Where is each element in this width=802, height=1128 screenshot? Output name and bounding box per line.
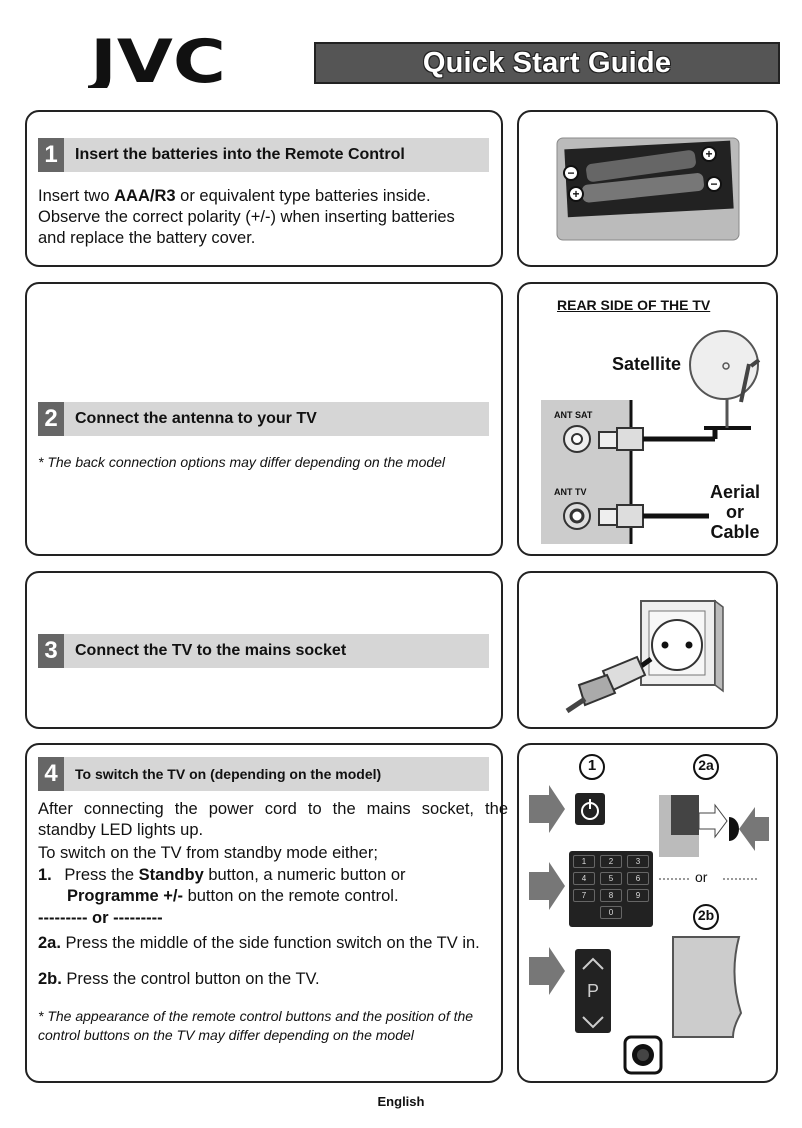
badge-2b-label: 2b	[697, 907, 715, 923]
switch-on-illustration	[529, 754, 769, 1075]
step1-title: Insert the batteries into the Remote Con…	[75, 146, 405, 163]
item2a-text: Press the middle of the side function sw…	[60, 934, 480, 952]
step3-title: Connect the TV to the mains socket	[75, 642, 347, 659]
aerial-or-text: or	[726, 502, 744, 522]
step4-title: To switch the TV on (depending on the mo…	[75, 766, 382, 782]
keypad-key: 7	[573, 889, 595, 902]
ant-sat-label: ANT SAT	[554, 410, 593, 420]
item1-programme: Programme +/-	[67, 887, 183, 905]
step4-item2b: 2b. Press the control button on the TV.	[38, 969, 498, 990]
step2-image-panel: REAR SIDE OF THE TV Satellite ANT SAT AN…	[517, 282, 778, 556]
step4-note: * The appearance of the remote control b…	[38, 1008, 474, 1043]
arrow-left-icon	[739, 807, 769, 851]
step2-note: * The back connection options may differ…	[38, 454, 446, 470]
badge-2a-label: 2a	[698, 757, 714, 773]
aerial-text: Aerial	[709, 482, 761, 502]
step1-image-panel: + − + −	[517, 110, 778, 267]
keypad-key: 2	[600, 855, 622, 868]
item1-text-c: button, a numeric button or	[203, 866, 406, 884]
badge-2b	[693, 904, 719, 930]
step3-number: 3	[38, 634, 64, 668]
step1-text-pre: Insert two	[38, 187, 115, 205]
keypad-key: 3	[627, 855, 649, 868]
step3-image-panel	[517, 571, 778, 729]
step4-p1: After connecting the power cord to the m…	[38, 800, 508, 839]
keypad-key: 6	[627, 872, 649, 885]
step2-text-panel: 2 Connect the antenna to your TV * The b…	[25, 282, 503, 556]
minus-icon	[563, 165, 579, 181]
svg-text:+: +	[572, 187, 579, 201]
programme-p-label: P	[586, 981, 599, 1001]
step1-number: 1	[38, 138, 64, 172]
badge-2a	[693, 754, 719, 780]
jvc-logo-text: JVC	[88, 30, 226, 88]
step4-p2: To switch on the TV from standby mode ei…	[38, 844, 378, 862]
step3-text-panel: 3 Connect the TV to the mains socket	[25, 571, 503, 729]
svg-text:−: −	[710, 177, 717, 191]
satellite-label: Satellite	[612, 354, 682, 374]
step4-separator: --------- or ---------	[38, 909, 163, 927]
page-title: Quick Start Guide	[422, 46, 672, 79]
aerial-or-cable-label: Aerial or Cable	[701, 482, 769, 542]
plus-icon	[701, 146, 717, 162]
mains-socket-illustration	[565, 599, 724, 714]
arrow-right-icon	[529, 862, 565, 910]
footer-language: English	[377, 1094, 425, 1109]
keypad-key: 4	[573, 872, 595, 885]
svg-text:+: +	[705, 147, 712, 161]
jvc-logo: JVC	[88, 30, 226, 88]
item1-text-e: button on the remote control.	[183, 887, 399, 905]
step1-body: Insert two AAA/R3 or equivalent type bat…	[38, 186, 498, 249]
item1-standby: Standby	[138, 866, 204, 884]
step4-image-panel: 1 2a 2b or P 1 2 3 4 5 6 7 8 9 0	[517, 743, 778, 1083]
ant-tv-label: ANT TV	[554, 487, 587, 497]
arrow-right-icon	[529, 785, 565, 833]
plus-icon	[568, 186, 584, 202]
step1-text-post: or equivalent type batteries inside.	[175, 187, 431, 205]
step2-number: 2	[38, 402, 64, 436]
battery-compartment-illustration: + − + −	[556, 137, 740, 241]
keypad-key: 0	[600, 906, 622, 919]
or-label: or	[695, 869, 708, 885]
keypad-grid: 1 2 3 4 5 6 7 8 9 0	[573, 855, 651, 919]
svg-text:−: −	[567, 166, 574, 180]
cable-text: Cable	[710, 522, 760, 542]
badge-1	[579, 754, 605, 780]
step4-number: 4	[38, 757, 64, 791]
item1-text-a: Press the	[64, 866, 139, 884]
step1-line2: Observe the correct polarity (+/-) when …	[38, 208, 455, 226]
step1-bar: 1 Insert the batteries into the Remote C…	[38, 138, 489, 172]
step4-item1: 1. Press the Standby button, a numeric b…	[38, 865, 498, 907]
step1-line3: and replace the battery cover.	[38, 229, 256, 247]
keypad-key: 8	[600, 889, 622, 902]
step2-title: Connect the antenna to your TV	[75, 410, 317, 427]
badge-1-label: 1	[587, 757, 597, 774]
minus-icon	[706, 176, 722, 192]
step3-bar: 3 Connect the TV to the mains socket	[38, 634, 489, 668]
step1-text-panel: 1 Insert the batteries into the Remote C…	[25, 110, 503, 267]
arrow-right-icon	[529, 947, 565, 995]
step4-bar: 4 To switch the TV on (depending on the …	[38, 757, 489, 791]
item2b-number: 2b.	[38, 970, 62, 988]
step1-battery-type: AAA/R3	[114, 187, 176, 205]
step4-item2a: 2a. Press the middle of the side functio…	[38, 933, 488, 954]
item2a-number: 2a.	[38, 934, 61, 952]
programme-button-icon	[575, 949, 611, 1033]
title-banner: Quick Start Guide	[314, 42, 780, 84]
item1-number: 1.	[38, 866, 52, 884]
keypad-key: 1	[573, 855, 595, 868]
step4-text-panel: 4 To switch the TV on (depending on the …	[25, 743, 508, 1083]
antenna-connection-illustration	[541, 330, 761, 544]
rear-side-title: REAR SIDE OF THE TV	[557, 297, 711, 313]
item2b-text: Press the control button on the TV.	[61, 970, 320, 988]
keypad-key: 9	[627, 889, 649, 902]
keypad-key: 5	[600, 872, 622, 885]
step2-bar: 2 Connect the antenna to your TV	[38, 402, 489, 436]
